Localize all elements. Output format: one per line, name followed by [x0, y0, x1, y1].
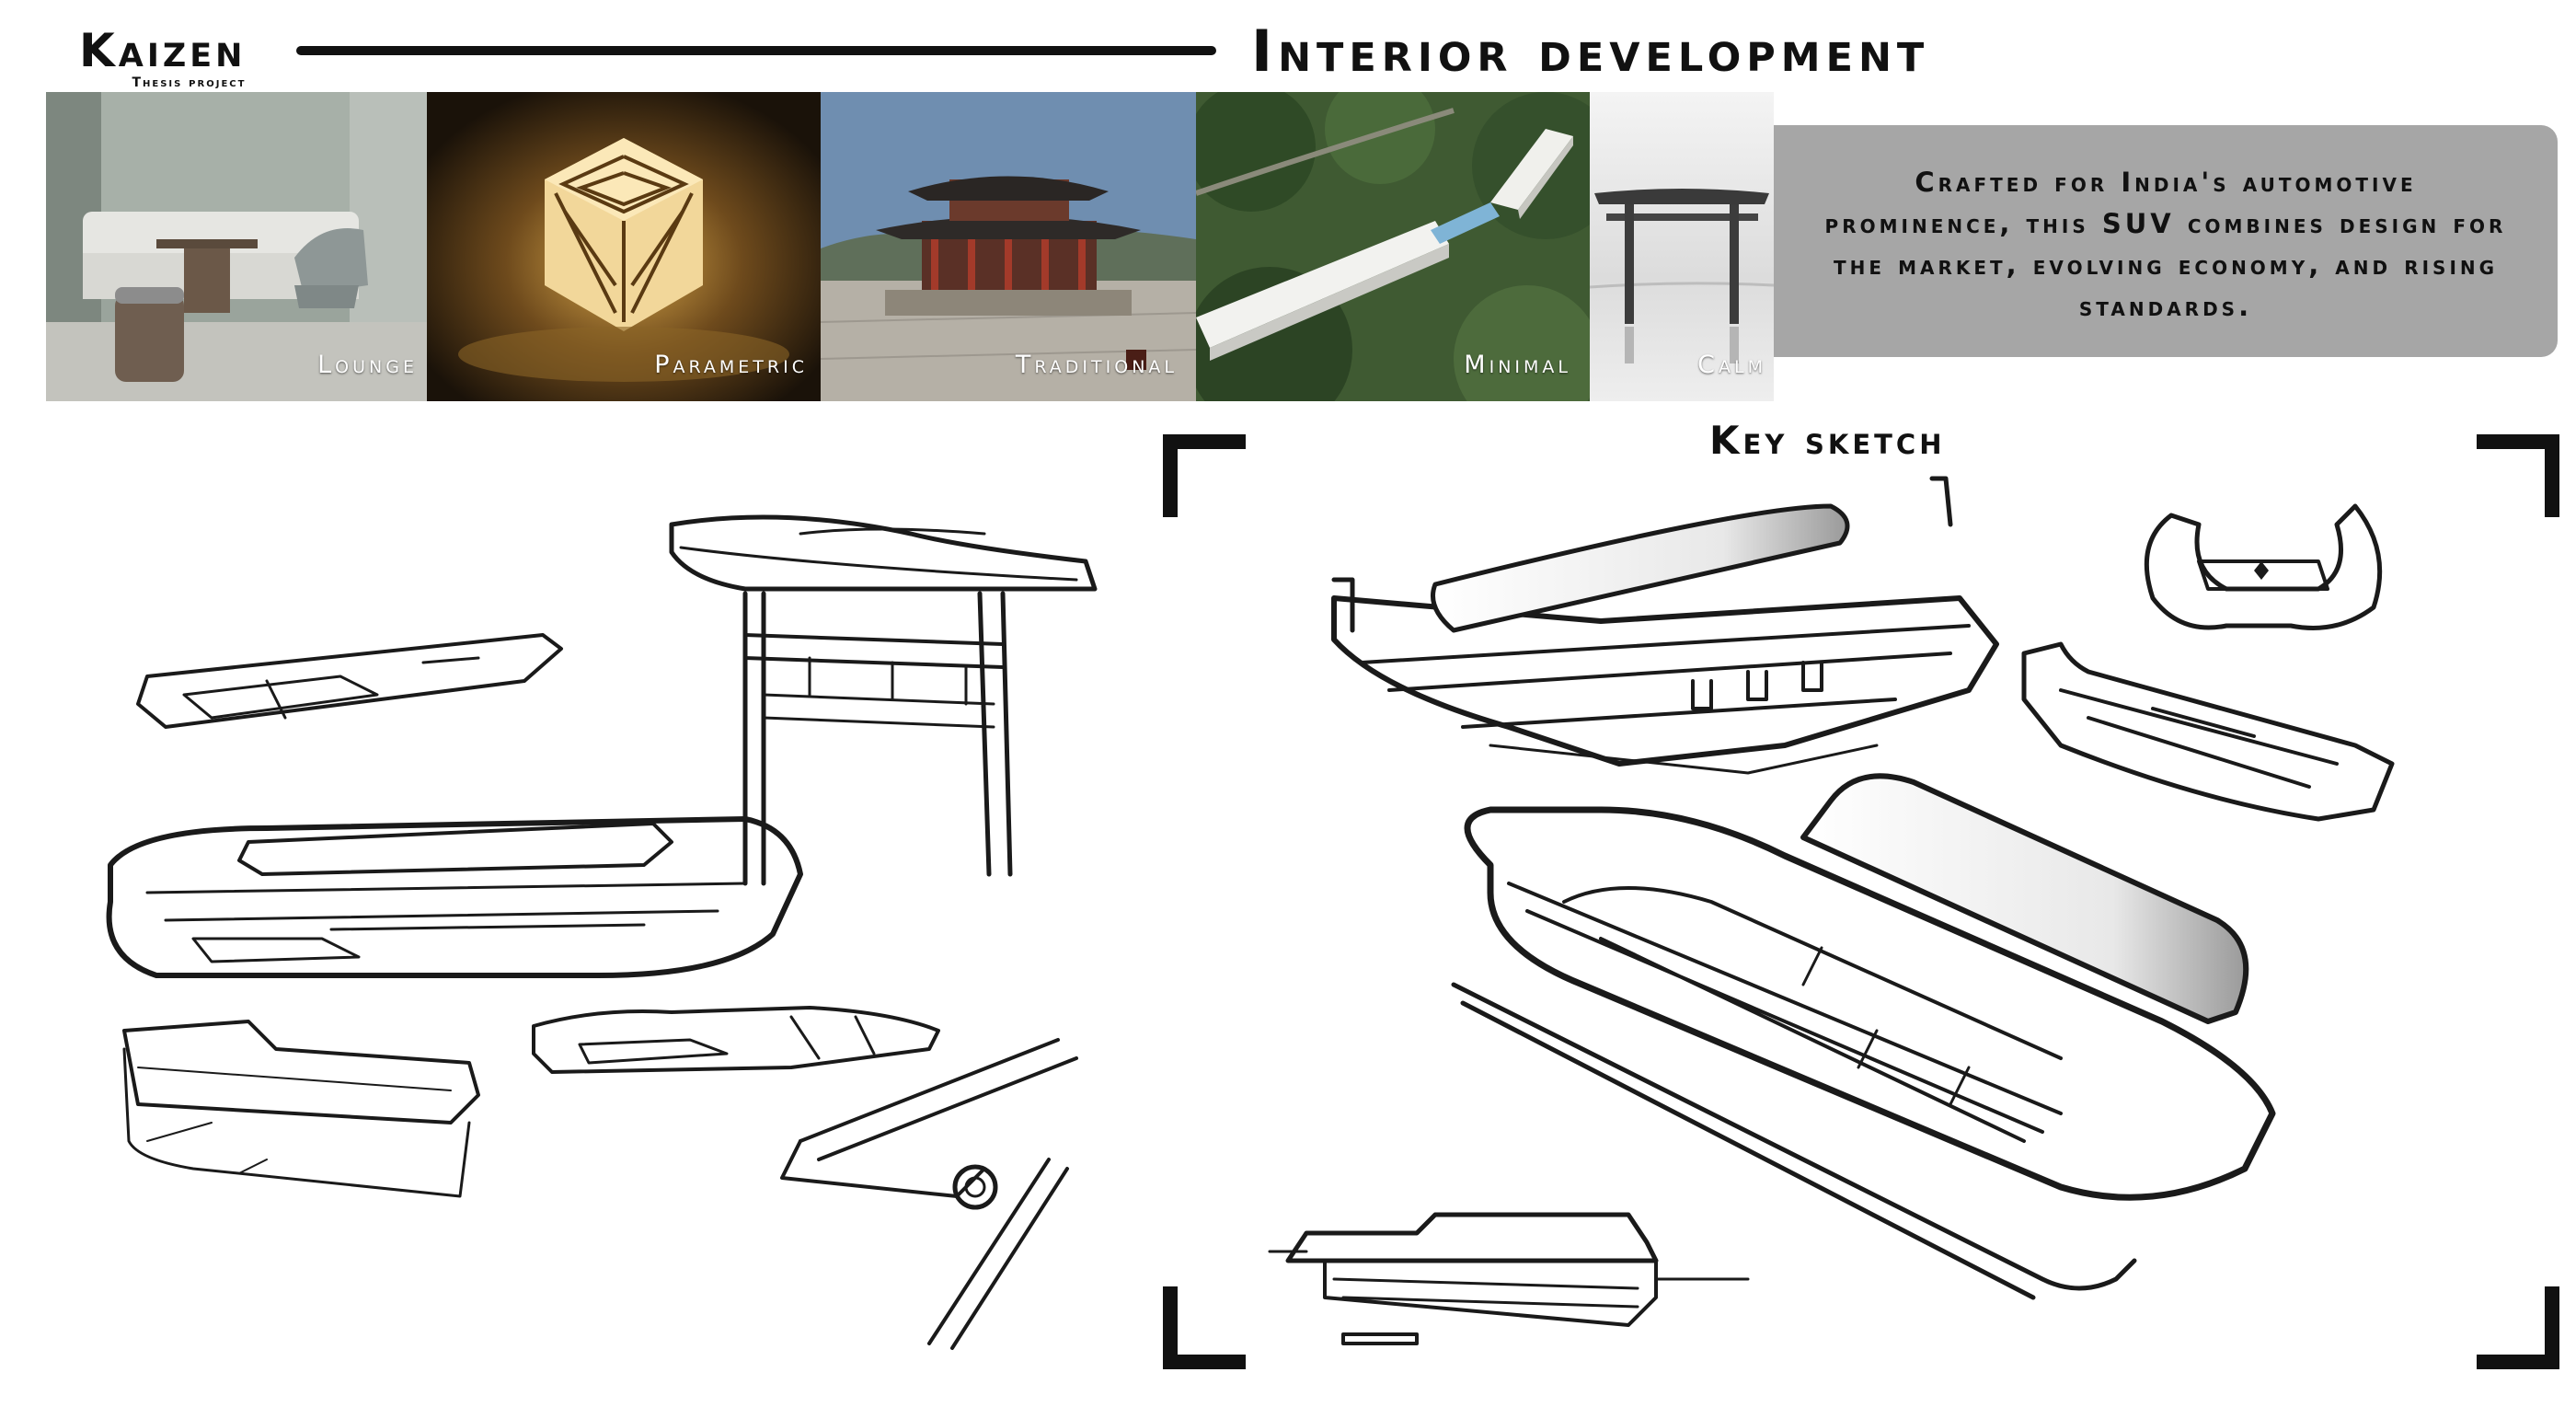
key-sketch-drawing	[1268, 476, 2395, 1345]
mood-tile-lounge: Lounge	[46, 92, 427, 401]
parametric-image	[427, 92, 821, 401]
mood-tile-minimal: Minimal	[1196, 92, 1590, 401]
tile-label-lounge: Lounge	[317, 351, 418, 379]
mood-tile-traditional: Traditional	[821, 92, 1196, 401]
steering-sketch	[780, 1038, 1078, 1350]
tile-label-parametric: Parametric	[654, 351, 808, 379]
mood-tile-calm: Calm	[1590, 92, 1774, 401]
minimal-image	[1196, 92, 1590, 401]
calm-image	[1590, 92, 1774, 401]
traditional-image	[821, 92, 1196, 401]
brand-block: Kaizen Thesis project	[79, 28, 246, 90]
key-dashboard-side	[2021, 641, 2395, 822]
description-panel: Crafted for India's automotive prominenc…	[1774, 125, 2558, 357]
tile-label-calm: Calm	[1697, 351, 1766, 379]
mood-board-strip: Lounge	[46, 92, 1774, 401]
key-sketch-title: Key sketch	[1709, 418, 1946, 463]
key-center-console	[1268, 1212, 1750, 1345]
frame-corner-bottom-left	[1163, 1286, 1246, 1369]
concept-sketches-left	[106, 514, 1098, 1350]
key-dashboard-main	[1451, 773, 2276, 1300]
key-steering-wheel	[2144, 503, 2383, 630]
tile-label-traditional: Traditional	[1015, 351, 1178, 379]
dashboard-sketch-small	[136, 633, 563, 729]
dashboard-sketch-large	[106, 816, 803, 978]
key-dashboard-top	[1331, 476, 1999, 775]
brand-subtitle: Thesis project	[132, 75, 247, 90]
mood-tile-parametric: Parametric	[427, 92, 821, 401]
description-text: Crafted for India's automotive prominenc…	[1824, 167, 2507, 322]
page-title: Interior development	[1251, 17, 1930, 85]
console-sketch	[122, 1020, 480, 1198]
tile-label-minimal: Minimal	[1464, 351, 1571, 379]
brand-title: Kaizen	[79, 24, 247, 77]
frame-corner-top-right	[2477, 434, 2559, 517]
frame-corner-bottom-right	[2477, 1286, 2559, 1369]
torii-gate-sketch	[669, 514, 1098, 886]
lounge-image	[46, 92, 427, 401]
header-divider	[296, 46, 1216, 55]
frame-corner-top-left	[1163, 434, 1246, 517]
dashboard-sketch-medium	[532, 1006, 940, 1074]
